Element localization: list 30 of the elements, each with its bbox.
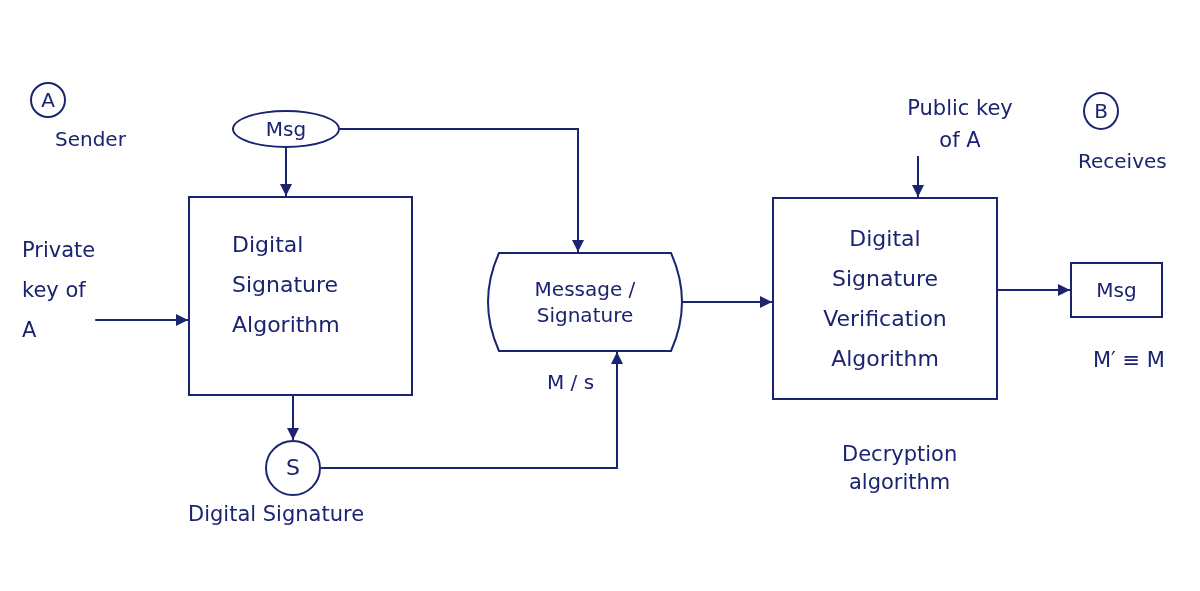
arrow <box>287 395 299 441</box>
circle-node <box>30 82 66 118</box>
node-text: Digital Signature Verification Algorithm <box>823 224 947 373</box>
circle-node <box>265 440 321 496</box>
arrow <box>94 314 189 326</box>
node-text: Msg <box>265 116 307 142</box>
node-text: Message / Signature <box>533 276 637 328</box>
caption-text: Receives <box>1078 148 1167 175</box>
caption-text: Sender <box>55 126 126 153</box>
node-text: Digital Signature Algorithm <box>232 231 340 339</box>
process-box <box>772 197 998 400</box>
caption-text: Digital Signature <box>188 501 365 528</box>
arrow <box>320 351 623 469</box>
arrow <box>280 147 292 197</box>
arrow <box>682 296 773 308</box>
key-label: Public key of A <box>895 92 1025 156</box>
node-text: B <box>1094 98 1108 124</box>
process-box <box>188 196 413 396</box>
circle-node <box>1083 92 1119 130</box>
node-text: A <box>41 87 55 113</box>
key-label: Private key of A <box>22 230 96 350</box>
node-text: S <box>286 453 300 482</box>
arrow <box>339 128 584 253</box>
output-box <box>1070 262 1163 318</box>
arrow <box>997 284 1071 296</box>
node-text: Msg <box>1096 277 1137 303</box>
terminal-shape <box>487 252 683 352</box>
arrow <box>912 155 924 198</box>
caption-text: Decryption algorithm <box>842 441 958 497</box>
caption-text: M′ ≡ M <box>1093 347 1165 374</box>
